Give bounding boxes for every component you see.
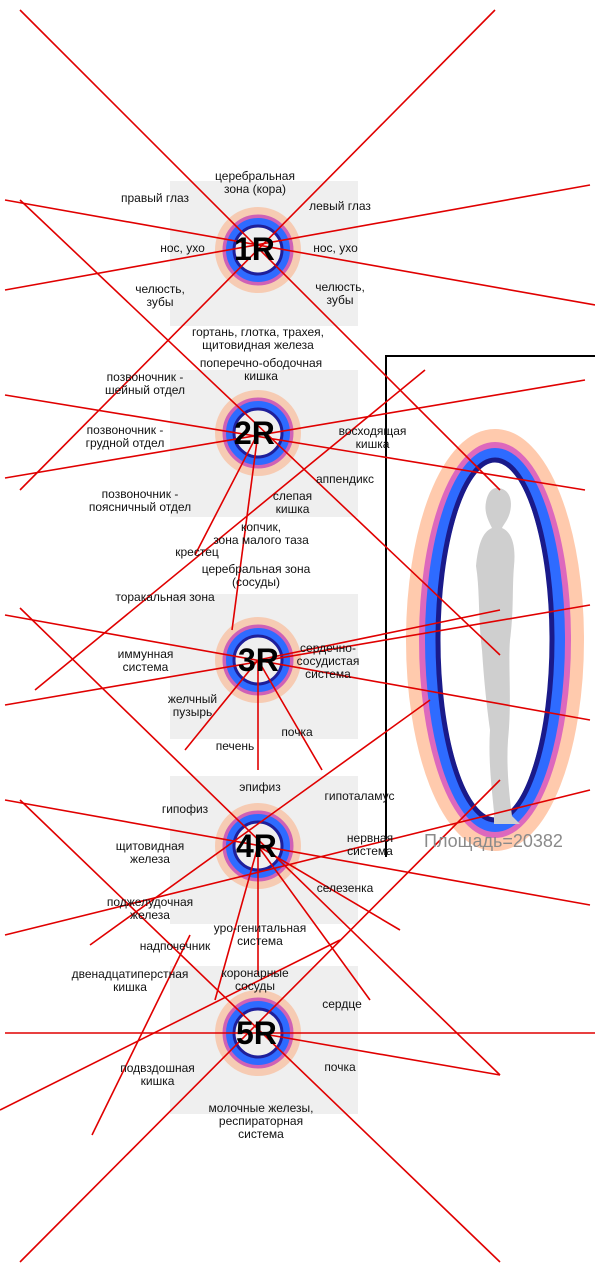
label-2r-bottom-right: слепая кишка — [272, 489, 313, 516]
label-5r-top-right: сердце — [322, 997, 362, 1011]
sector-2r-panel — [170, 370, 358, 517]
body-view-frame — [385, 355, 595, 857]
label-3r-bottom: печень — [215, 739, 255, 753]
line-5r-e — [91, 934, 191, 1136]
label-4r-bottom-left: поджелудочная железа — [106, 895, 194, 922]
label-5r-bottom: молочные железы, респираторная система — [208, 1101, 314, 1141]
line-2r-a — [19, 199, 501, 656]
sector-5r-panel — [170, 966, 358, 1114]
label-4r-top: эпифиз — [239, 780, 281, 794]
sector-2r-label: 2R — [234, 415, 275, 451]
label-5r-right: почка — [324, 1060, 356, 1074]
line-2r-d — [194, 432, 259, 556]
sector-3r-label: 3R — [238, 642, 279, 678]
sector-2r-ring — [215, 390, 301, 476]
label-5r-left: подвздошная кишка — [120, 1061, 195, 1088]
label-2r-right: восходящая кишка — [338, 424, 407, 451]
label-2r-bottom: копчик, зона малого таза — [213, 520, 309, 547]
label-3r-top: церебральная зона (сосуды) — [201, 562, 311, 589]
label-3r-top-left: торакальная зона — [115, 590, 215, 604]
sector-lines — [0, 9, 595, 1263]
label-4r-top-left: гипофиз — [161, 802, 209, 816]
label-4r-top-right: гипоталамус — [324, 789, 395, 803]
line-3r-d — [184, 659, 259, 751]
label-1r-top-left: правый глаз — [120, 191, 190, 205]
line-5r-d — [0, 939, 341, 1111]
human-silhouette — [476, 488, 520, 824]
line-5r-f — [257, 1032, 501, 1076]
label-4r-bottom-left-2: надпочечник — [139, 939, 211, 953]
label-1r-bottom: гортань, глотка, трахея, щитовидная желе… — [191, 325, 324, 352]
label-2r-bottom-left: позвоночник - поясничный отдел — [88, 487, 192, 514]
label-2r-right-lower: аппендикс — [315, 472, 375, 486]
label-2r-left: позвоночник - грудной отдел — [85, 423, 165, 450]
line-4r-a — [19, 607, 501, 1076]
label-5r-top-left: двенадцатиперстная кишка — [71, 967, 189, 994]
line-4r-b — [4, 799, 591, 906]
sector-3r-panel — [170, 594, 358, 739]
line-1r-a — [19, 9, 501, 491]
line-5r-c — [19, 799, 501, 1263]
line-1r-c — [4, 199, 595, 306]
label-3r-right: сердечно- сосудистая система — [296, 641, 360, 681]
line-4r-c — [4, 789, 591, 936]
label-1r-right: нос, ухо — [313, 241, 358, 255]
line-2r-b — [4, 394, 586, 491]
line-4r-f — [257, 845, 401, 931]
line-2r-e — [231, 432, 259, 631]
line-2r-c — [4, 379, 586, 479]
line-4r-g — [214, 845, 259, 1001]
line-3r-f — [257, 659, 323, 771]
label-1r-top-right: левый глаз — [309, 199, 371, 213]
sector-5r-label: 5R — [236, 1015, 277, 1051]
label-1r-top: церебральная зона (кора) — [215, 169, 295, 196]
label-3r-bottom-left: желчный пузырь — [167, 692, 218, 719]
label-2r-top: поперечно-ободочная кишка — [199, 356, 323, 383]
line-3r-g — [257, 609, 501, 661]
label-1r-bottom-right: челюсть, зубы — [315, 280, 365, 307]
sector-4r-label: 4R — [236, 828, 277, 864]
line-3r-c — [34, 369, 426, 691]
label-2r-bottom-far-left: крестец — [175, 545, 219, 559]
label-4r-left: щитовидная железа — [115, 839, 185, 866]
sector-1r-label: 1R — [234, 231, 275, 267]
line-3r-a — [4, 614, 591, 721]
label-4r-right-lower: селезенка — [316, 881, 374, 895]
line-4r-e — [257, 845, 371, 1001]
line-1r-d — [4, 184, 591, 291]
body-area-readout: Площадь=20382 — [424, 831, 563, 851]
label-3r-bottom-right: почка — [281, 725, 313, 739]
line-5r-b — [19, 779, 501, 1263]
label-4r-bottom: уро-генитальная система — [213, 921, 307, 948]
label-1r-left: нос, ухо — [160, 241, 205, 255]
label-1r-bottom-left: челюсть, зубы — [135, 282, 185, 309]
label-5r-top: коронарные сосуды — [221, 966, 289, 993]
label-3r-left: иммунная система — [117, 647, 174, 674]
line-4r-d — [89, 699, 431, 946]
label-4r-right: нервная система — [346, 831, 394, 858]
label-2r-top-left: позвоночник - шейный отдел — [104, 370, 186, 397]
